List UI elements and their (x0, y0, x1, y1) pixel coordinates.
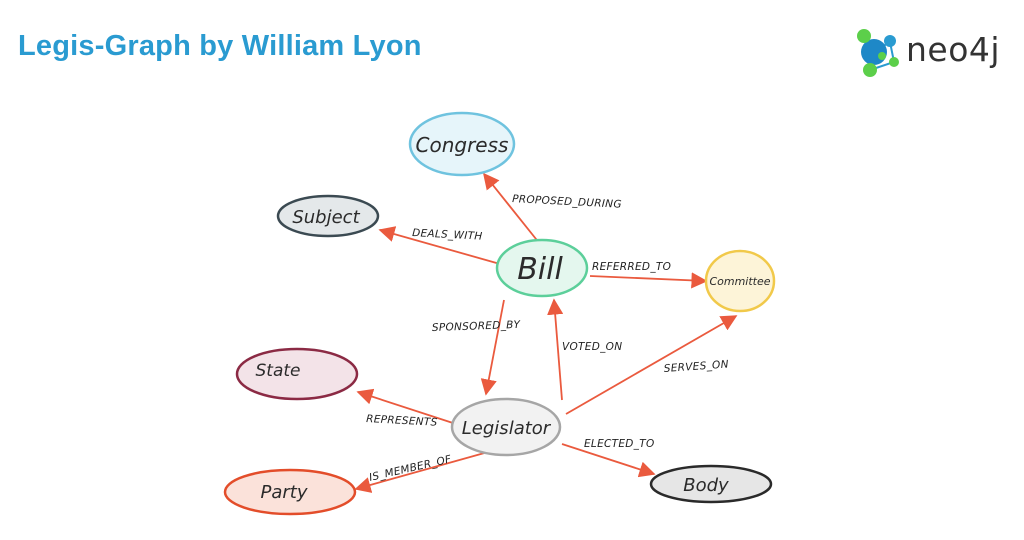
node-congress: Congress (408, 111, 516, 177)
edge-deals-with (378, 226, 501, 265)
edge-elected-to (561, 443, 656, 478)
edge-label-represents: REPRESENTS (366, 413, 438, 429)
node-bill: Bill (495, 238, 589, 298)
svg-text:Bill: Bill (517, 252, 563, 287)
edge-sponsored-by (480, 299, 505, 396)
edge-label-serves-on: SERVES_ON (663, 358, 729, 375)
edge-is-member-of (354, 451, 489, 493)
svg-text:Body: Body (683, 475, 729, 496)
svg-text:Subject: Subject (292, 207, 360, 228)
svg-text:Committee: Committee (709, 275, 770, 288)
edge-voted-on (547, 298, 564, 401)
edge-label-is-member-of: IS_MEMBER_OF (368, 453, 453, 484)
edge-label-elected-to: ELECTED_TO (584, 438, 655, 450)
edge-serves-on (565, 315, 738, 415)
edge-label-voted-on: VOTED_ON (562, 341, 622, 353)
edge-label-proposed-during: PROPOSED_DURING (512, 193, 622, 211)
edges (354, 172, 738, 493)
neo4j-logo: neo4j (852, 22, 1022, 80)
node-subject: Subject (276, 194, 380, 238)
edge-referred-to (589, 272, 708, 289)
edge-label-deals-with: DEALS_WITH (412, 227, 483, 243)
node-state: State (235, 347, 359, 401)
svg-text:Party: Party (261, 482, 308, 503)
page-title: Legis-Graph by William Lyon (18, 30, 422, 62)
node-committee: Committee (704, 249, 776, 313)
edge-proposed-during (482, 172, 541, 245)
neo4j-graph-icon (857, 29, 899, 77)
svg-text:State: State (256, 361, 301, 381)
node-party: Party (223, 468, 357, 516)
logo-text: neo4j (906, 30, 1001, 69)
svg-text:Legislator: Legislator (462, 418, 552, 439)
node-legislator: Legislator (450, 397, 562, 457)
edge-represents (356, 388, 457, 425)
edge-label-sponsored-by: SPONSORED_BY (432, 319, 522, 334)
svg-text:Congress: Congress (416, 133, 509, 157)
node-body: Body (649, 464, 773, 504)
edge-label-referred-to: REFERRED_TO (592, 261, 671, 273)
